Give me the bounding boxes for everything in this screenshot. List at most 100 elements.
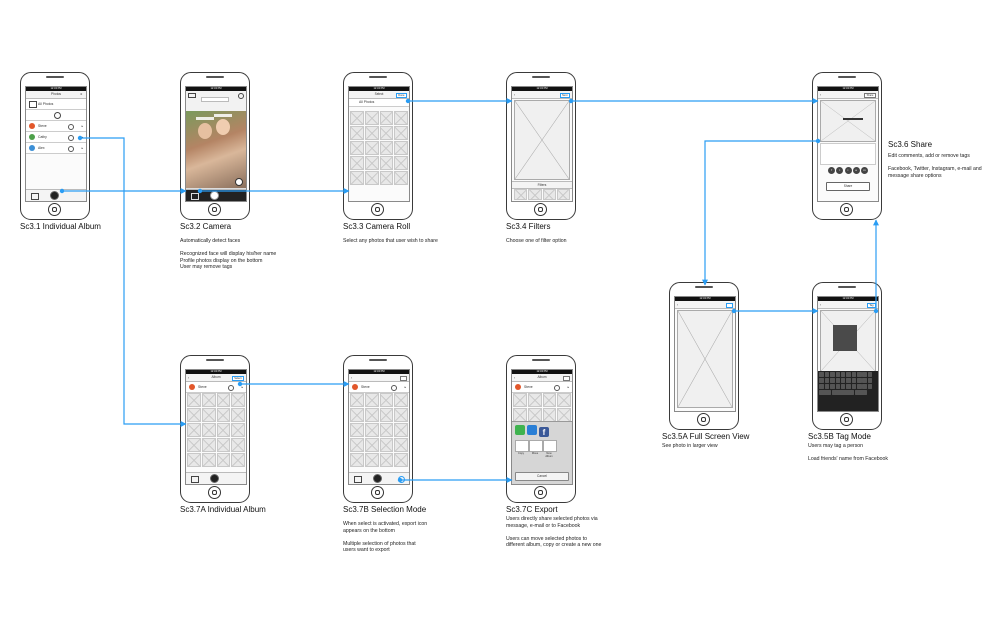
nav-right-button[interactable] [563,375,570,381]
home-button[interactable] [371,486,384,499]
message-icon[interactable] [515,425,525,435]
message-icon[interactable]: m [860,167,868,174]
photo-thumb[interactable] [350,111,364,125]
camera-shutter-button[interactable] [210,474,219,483]
facebook-icon[interactable]: f [539,427,549,437]
check-icon[interactable] [391,384,397,391]
photo-thumb[interactable] [364,156,379,170]
share-nav-button[interactable]: Share [864,92,876,98]
photo-thumb[interactable] [379,393,394,407]
face-detect-row[interactable] [26,110,86,121]
photo-thumb[interactable] [364,453,379,467]
back-icon[interactable]: ‹ [820,92,822,97]
friend-suggestion-list[interactable] [833,325,857,351]
photo-thumb[interactable] [187,453,201,467]
back-icon[interactable]: ‹ [188,375,190,380]
photo-thumb[interactable] [350,393,364,407]
gallery-icon[interactable] [191,192,199,200]
filter-option[interactable] [542,189,556,200]
photo-thumb[interactable] [379,156,394,170]
filter-option[interactable] [528,189,542,200]
photo-thumb[interactable] [216,408,231,422]
photo-thumb[interactable] [201,438,216,452]
new-album-action[interactable]: New Album [543,440,557,458]
all-photos-row[interactable]: All Photos [26,99,86,110]
photo-thumb[interactable] [379,408,394,422]
home-button[interactable] [208,486,221,499]
next-button[interactable]: Next [559,92,570,98]
photo-thumb[interactable] [216,393,231,407]
photo-thumb[interactable] [364,141,379,155]
keyboard[interactable] [818,371,878,411]
profile-photo-icon[interactable] [235,178,243,186]
select-button[interactable]: Select [231,375,244,381]
flash-icon[interactable] [188,93,196,98]
person-row-cathy[interactable]: Cathy ▸ [26,132,86,143]
comment-field[interactable] [820,143,876,165]
photo-thumb[interactable] [201,423,216,437]
check-icon[interactable] [554,384,560,391]
photo-thumb[interactable] [350,408,364,422]
photo-thumb[interactable] [379,453,394,467]
photo-thumb[interactable] [364,126,379,140]
photo-thumb[interactable] [231,438,245,452]
check-icon[interactable] [68,134,74,141]
cancel-button[interactable]: Cancel [515,472,569,481]
instagram-icon[interactable]: i [844,167,852,174]
photo-thumb[interactable] [379,438,394,452]
twitter-icon[interactable]: t [836,167,844,174]
photo-thumb[interactable] [364,423,379,437]
photo-thumb[interactable] [350,438,364,452]
photo-thumb[interactable] [379,141,394,155]
photo-thumb[interactable] [187,408,201,422]
photo-thumb[interactable] [379,126,394,140]
photo-thumb[interactable] [542,393,557,407]
home-button[interactable] [840,203,853,216]
camera-shutter-button[interactable] [373,474,382,483]
photo-thumb[interactable] [379,171,394,185]
check-icon[interactable] [68,123,74,130]
photo-thumb[interactable] [394,156,408,170]
copy-action[interactable]: Copy [515,440,529,458]
home-button[interactable] [208,203,221,216]
photo-thumb[interactable] [394,423,408,437]
photo-thumb[interactable] [201,408,216,422]
photo-thumb[interactable] [231,393,245,407]
photo-thumb[interactable] [216,423,231,437]
photo-thumb[interactable] [350,171,364,185]
photo-thumb[interactable] [379,423,394,437]
check-icon[interactable] [228,384,234,391]
filter-option[interactable] [556,189,570,200]
back-icon[interactable]: ‹ [514,92,516,97]
photo-thumb[interactable] [394,393,408,407]
photo-thumb[interactable] [350,423,364,437]
gallery-icon[interactable] [191,475,199,483]
photo-thumb[interactable] [187,393,201,407]
photo-thumb[interactable] [187,438,201,452]
photo-thumb[interactable] [231,423,245,437]
photo-thumb[interactable] [201,393,216,407]
facebook-icon[interactable]: f [828,167,836,174]
photo-thumb[interactable] [379,111,394,125]
filter-option[interactable] [514,189,528,200]
photo-thumb[interactable] [394,141,408,155]
cancel-select-button[interactable] [400,375,407,381]
photo-thumb[interactable] [216,453,231,467]
done-button[interactable]: Done [395,92,407,98]
photo-thumb[interactable] [394,453,408,467]
photo-thumb[interactable] [350,126,364,140]
gallery-icon[interactable] [31,192,39,200]
email-icon[interactable]: e [852,167,860,174]
photo-thumb[interactable] [394,111,408,125]
tag-button[interactable] [726,302,733,308]
photo-thumb[interactable] [350,141,364,155]
person-row-alex[interactable]: Alex ▸ [26,143,86,154]
photo-thumb[interactable] [364,438,379,452]
move-action[interactable]: Move [529,440,543,458]
photo-thumb[interactable] [364,111,379,125]
share-button[interactable]: Share [826,182,870,191]
settings-icon[interactable]: ⚙ [80,92,83,96]
home-button[interactable] [371,203,384,216]
home-button[interactable] [534,486,547,499]
photo-thumb[interactable] [350,156,364,170]
